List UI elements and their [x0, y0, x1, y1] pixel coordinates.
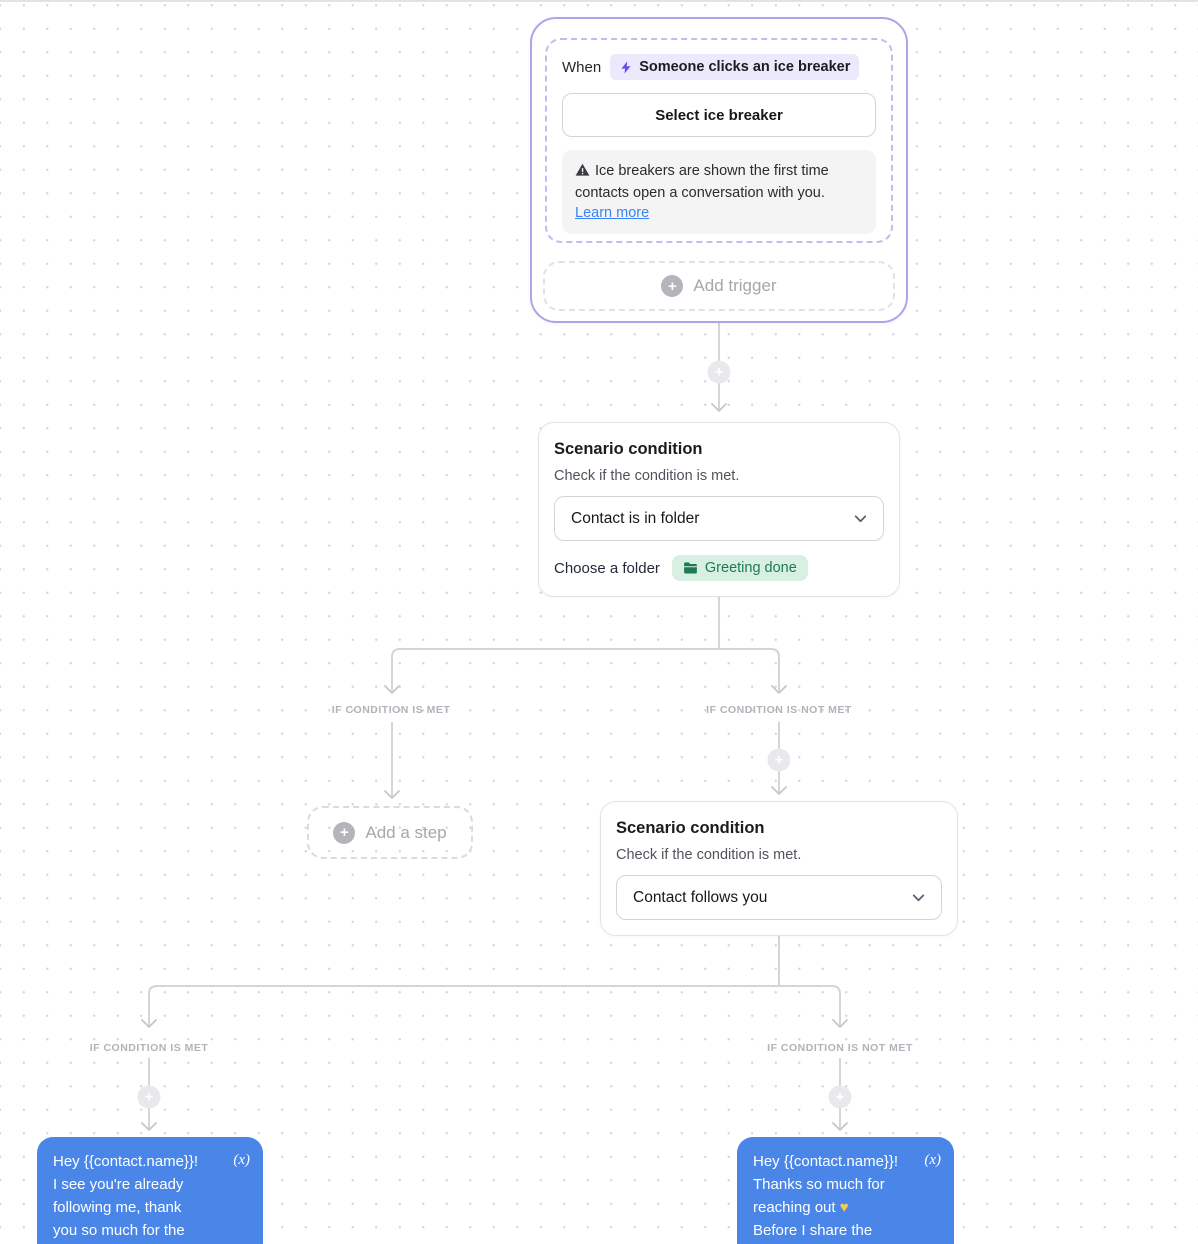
trigger-type-badge[interactable]: Someone clicks an ice breaker: [610, 54, 860, 80]
message-line: Thanks so much for: [753, 1176, 885, 1193]
branch2-condition-met-label: IF CONDITION IS MET: [89, 1042, 209, 1054]
canvas-top-border: [0, 0, 1198, 2]
folder-icon: [683, 561, 698, 575]
trigger-card[interactable]: When Someone clicks an ice breaker Selec…: [545, 38, 893, 243]
condition-title: Scenario condition: [554, 440, 703, 458]
when-label: When: [562, 58, 602, 76]
message-line: following me, thank: [53, 1199, 182, 1216]
message-line: Hey {{contact.name}}!: [53, 1153, 199, 1170]
message-bubble-right[interactable]: (x) Hey {{contact.name}}! Thanks so much…: [737, 1137, 954, 1244]
branch1-condition-met-label: IF CONDITION IS MET: [331, 704, 451, 716]
condition-type-value: Contact follows you: [633, 888, 768, 906]
add-node-button-top[interactable]: +: [707, 360, 731, 384]
chevron-down-icon: [852, 510, 869, 527]
condition-type-select[interactable]: Contact follows you: [616, 875, 942, 920]
trigger-group-card: When Someone clicks an ice breaker Selec…: [530, 17, 908, 323]
message-bubble-left[interactable]: (x) Hey {{contact.name}}! I see you're a…: [37, 1137, 263, 1244]
plus-icon: +: [333, 821, 356, 844]
add-node-button-branch1-right[interactable]: +: [767, 748, 791, 772]
chevron-down-icon: [910, 889, 927, 906]
choose-folder-label: Choose a folder: [554, 559, 660, 577]
select-ice-breaker-label: Select ice breaker: [655, 106, 783, 124]
learn-more-link[interactable]: Learn more: [575, 205, 650, 221]
condition-subtitle: Check if the condition is met.: [554, 468, 740, 484]
message-line: Hey {{contact.name}}!: [753, 1153, 899, 1170]
add-trigger-button[interactable]: + Add trigger: [543, 261, 895, 311]
message-line: Before I share the: [753, 1222, 873, 1239]
scenario-condition-card-2[interactable]: Scenario condition Check if the conditio…: [600, 801, 958, 936]
condition-type-select[interactable]: Contact is in folder: [554, 496, 884, 541]
add-node-button-branch2-right[interactable]: +: [828, 1085, 852, 1109]
scenario-condition-card-1[interactable]: Scenario condition Check if the conditio…: [538, 422, 900, 597]
yellow-heart-icon: [840, 1199, 849, 1216]
add-trigger-label: Add trigger: [693, 276, 777, 295]
condition-type-value: Contact is in folder: [571, 509, 700, 527]
folder-value-badge[interactable]: Greeting done: [671, 555, 808, 581]
add-step-label: Add a step: [365, 822, 447, 842]
plus-icon: +: [661, 275, 684, 297]
variable-icon[interactable]: (x): [924, 1152, 941, 1168]
folder-value-label: Greeting done: [704, 560, 797, 576]
add-step-button[interactable]: + Add a step: [307, 806, 473, 859]
message-line: you so much for the: [53, 1222, 185, 1239]
trigger-badge-label: Someone clicks an ice breaker: [639, 59, 851, 75]
add-node-button-branch2-left[interactable]: +: [137, 1085, 161, 1109]
condition-title: Scenario condition: [616, 819, 765, 837]
message-line: I see you're already: [53, 1176, 184, 1193]
message-line: reaching out: [753, 1196, 940, 1219]
ice-breaker-info-box: Ice breakers are shown the first time co…: [562, 150, 876, 234]
lightning-icon: [619, 60, 633, 75]
select-ice-breaker-button[interactable]: Select ice breaker: [562, 93, 876, 137]
condition-subtitle: Check if the condition is met.: [616, 847, 802, 863]
ice-breaker-info-text: Ice breakers are shown the first time co…: [575, 163, 829, 201]
warning-icon: [575, 163, 590, 183]
variable-icon[interactable]: (x): [233, 1152, 250, 1168]
branch1-condition-not-met-label: IF CONDITION IS NOT MET: [706, 704, 852, 716]
branch2-condition-not-met-label: IF CONDITION IS NOT MET: [767, 1042, 913, 1054]
